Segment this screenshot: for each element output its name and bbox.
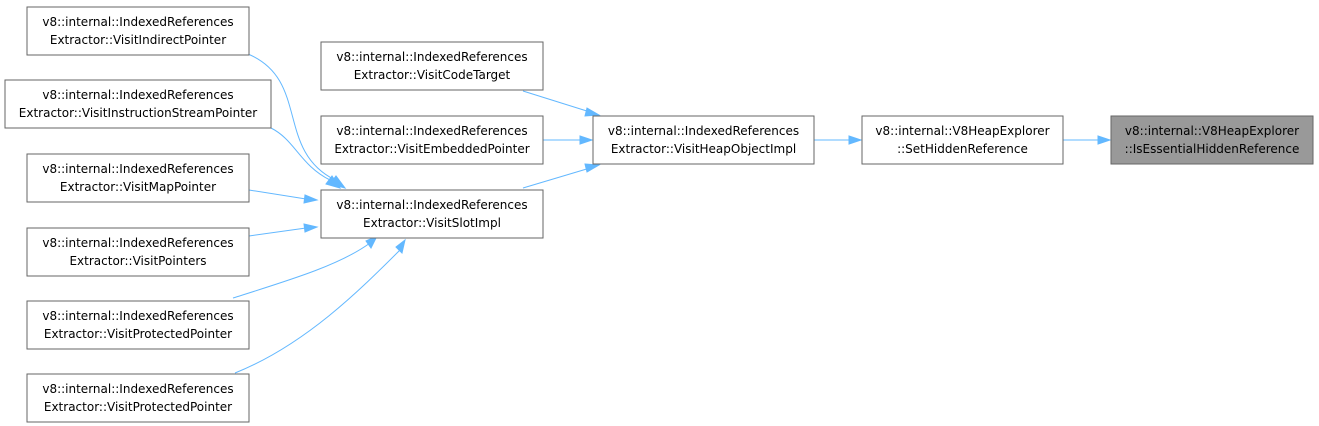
node-label-line2: Extractor::VisitEmbeddedPointer [334,142,529,156]
node-label-line1: v8::internal::IndexedReferences [336,50,527,64]
edge-line [248,189,307,200]
nodes-layer: v8::internal::V8HeapExplorer::IsEssentia… [4,6,1314,423]
arrowhead-icon [584,163,601,173]
node-box [26,373,250,423]
node-n8[interactable]: v8::internal::IndexedReferencesExtractor… [26,153,250,203]
node-label-line2: Extractor::VisitProtectedPointer [44,400,232,414]
node-label-line2: Extractor::VisitIndirectPointer [50,33,226,47]
node-n5[interactable]: v8::internal::IndexedReferencesExtractor… [320,189,544,239]
node-n9[interactable]: v8::internal::IndexedReferencesExtractor… [26,227,250,277]
edge-n2-n1 [814,135,863,145]
node-n7[interactable]: v8::internal::IndexedReferencesExtractor… [4,79,272,129]
node-label-line1: v8::internal::IndexedReferences [336,198,527,212]
edge-line [232,242,371,299]
node-label-line2: ::IsEssentialHiddenReference [1125,142,1300,156]
edge-n8-n5 [248,189,319,204]
node-n3[interactable]: v8::internal::IndexedReferencesExtractor… [320,41,544,91]
edge-n3-n2 [522,90,601,117]
edge-n5-n2 [522,163,601,189]
node-n6[interactable]: v8::internal::IndexedReferencesExtractor… [26,6,250,56]
node-focus: v8::internal::V8HeapExplorer::IsEssentia… [1110,115,1314,165]
edge-line [248,227,307,237]
node-box [26,227,250,277]
node-label-line1: v8::internal::IndexedReferences [42,309,233,323]
node-box [861,115,1064,165]
node-box [320,115,544,165]
node-box [26,300,250,350]
node-box [320,41,544,91]
node-label-line1: v8::internal::IndexedReferences [42,15,233,29]
arrowhead-icon [325,175,342,189]
node-label-line2: ::SetHiddenReference [897,142,1028,156]
node-label-line1: v8::internal::IndexedReferences [608,124,799,138]
node-n10[interactable]: v8::internal::IndexedReferencesExtractor… [26,300,250,350]
node-box [26,6,250,56]
arrowhead-icon [584,107,601,117]
node-label-line2: Extractor::VisitMapPointer [60,180,216,194]
edge-n9-n5 [248,223,319,237]
node-label-line2: Extractor::VisitSlotImpl [363,216,501,230]
edge-line [522,90,591,113]
edge-n7-n5 [270,127,342,189]
edges-layer [232,53,1112,374]
arrowhead-icon [848,135,863,145]
node-box [592,115,815,165]
node-label-line2: Extractor::VisitInstructionStreamPointer [19,106,258,120]
arrowhead-icon [395,238,406,254]
edge-line [247,53,336,181]
node-label-line2: Extractor::VisitHeapObjectImpl [611,142,796,156]
node-label-line2: Extractor::VisitPointers [69,254,206,268]
node-label-line1: v8::internal::V8HeapExplorer [875,124,1049,138]
node-label-line1: v8::internal::IndexedReferences [42,88,233,102]
node-label-line1: v8::internal::V8HeapExplorer [1125,124,1299,138]
node-n1[interactable]: v8::internal::V8HeapExplorer::SetHiddenR… [861,115,1064,165]
edge-n1-n0 [1063,135,1112,145]
node-label-line2: Extractor::VisitCodeTarget [354,68,511,82]
node-label-line1: v8::internal::IndexedReferences [42,162,233,176]
arrowhead-icon [1097,135,1112,145]
arrowhead-icon [303,223,319,233]
edge-line [522,167,591,189]
node-box [320,189,544,239]
node-n4[interactable]: v8::internal::IndexedReferencesExtractor… [320,115,544,165]
node-box [4,79,272,129]
node-label-line2: Extractor::VisitProtectedPointer [44,327,232,341]
arrowhead-icon [303,194,319,204]
edge-n11-n5 [234,238,406,374]
node-label-line1: v8::internal::IndexedReferences [42,382,233,396]
edge-n10-n5 [232,234,379,299]
arrowhead-icon [579,135,594,145]
node-label-line1: v8::internal::IndexedReferences [336,124,527,138]
node-n2[interactable]: v8::internal::IndexedReferencesExtractor… [592,115,815,165]
edge-line [270,127,331,181]
node-box [26,153,250,203]
node-n11[interactable]: v8::internal::IndexedReferencesExtractor… [26,373,250,423]
node-box [1110,115,1314,165]
edge-line [234,249,401,374]
node-label-line1: v8::internal::IndexedReferences [42,236,233,250]
edge-n4-n2 [543,135,594,145]
